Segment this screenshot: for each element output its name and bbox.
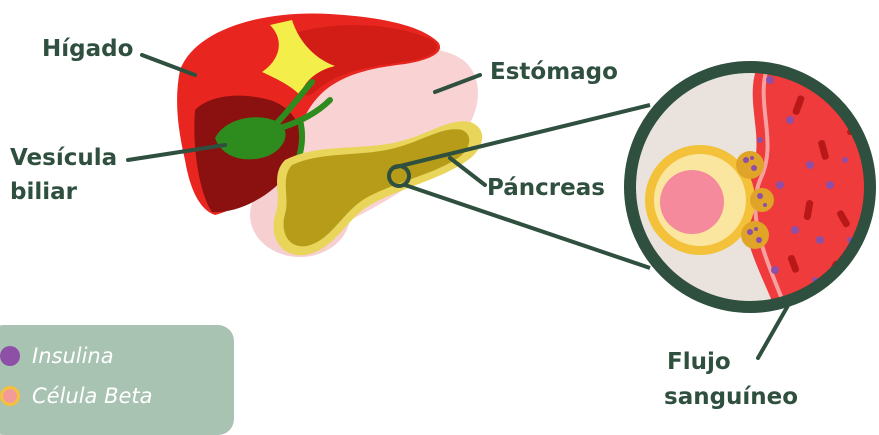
beta-cell-circle-icon [0,386,20,406]
legend: Insulina Célula Beta [0,325,234,435]
legend-label-insulin: Insulina [32,343,114,369]
bloodflow-label-line2: sanguíneo [664,383,798,411]
legend-label-beta-cell: Célula Beta [32,383,153,409]
legend-item-insulin: Insulina [0,343,114,369]
insulin-circle-icon [0,346,20,366]
pancreas-leader-line [450,158,485,185]
gallbladder-label-line1: Vesícula [10,144,117,172]
gallbladder-label-line2: biliar [10,178,77,206]
stomach-label: Estómago [490,58,618,86]
bloodflow-label-line1: Flujo [667,348,731,376]
liver-label: Hígado [42,35,133,63]
pancreas-label: Páncreas [487,174,605,202]
beta-cell-nucleus [660,170,724,234]
legend-item-beta-cell: Célula Beta [0,383,153,409]
pancreas-diagram: Hígado Estómago Vesícula biliar Páncreas… [0,0,879,416]
